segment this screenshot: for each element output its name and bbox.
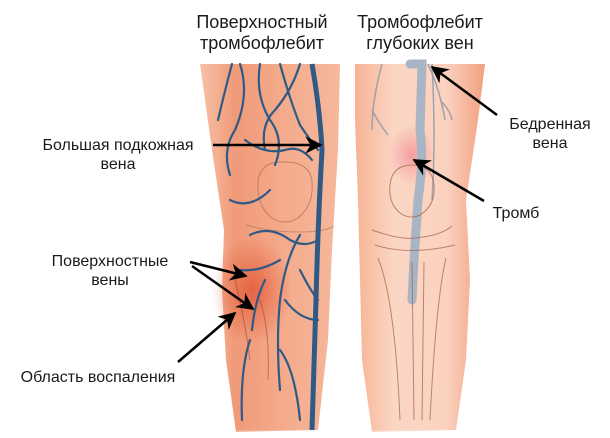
label-great-saphenous-line1: Большая подкожная [42,137,194,154]
title-superficial: Поверхностный тромбофлебит [172,12,352,54]
label-inflammation-line1: Область воспаления [20,369,176,386]
title-deep-line1: Тромбофлебит [357,12,483,32]
title-deep: Тромбофлебит глубоких вен [345,12,495,54]
label-femoral-vein: Бедренная вена [505,115,595,153]
label-thrombus-line1: Тромб [492,205,540,222]
label-superficial-veins-line1: Поверхностные [51,253,169,270]
arrow-inflammation [177,311,237,363]
label-inflammation-area: Область воспаления [8,368,188,387]
arrow-thrombus [412,158,485,203]
arrow-femoral [430,65,498,117]
arrow-superficial-2 [191,264,255,311]
label-femoral-line1: Бедренная [509,116,591,133]
label-thrombus: Тромб [486,204,546,223]
title-superficial-line1: Поверхностный [196,12,328,32]
label-superficial-veins-line2: вены [91,272,129,289]
right-leg [340,59,500,438]
title-superficial-line2: тромбофлебит [199,33,325,53]
label-great-saphenous-line2: вена [100,156,136,173]
label-femoral-line2: вена [532,135,568,152]
title-deep-line2: глубоких вен [366,33,474,53]
arrows [177,65,498,363]
arrow-superficial-1 [189,260,248,281]
left-leg [190,62,350,438]
label-superficial-veins: Поверхностные вены [40,252,180,290]
label-great-saphenous-vein: Большая подкожная вена [28,136,208,174]
